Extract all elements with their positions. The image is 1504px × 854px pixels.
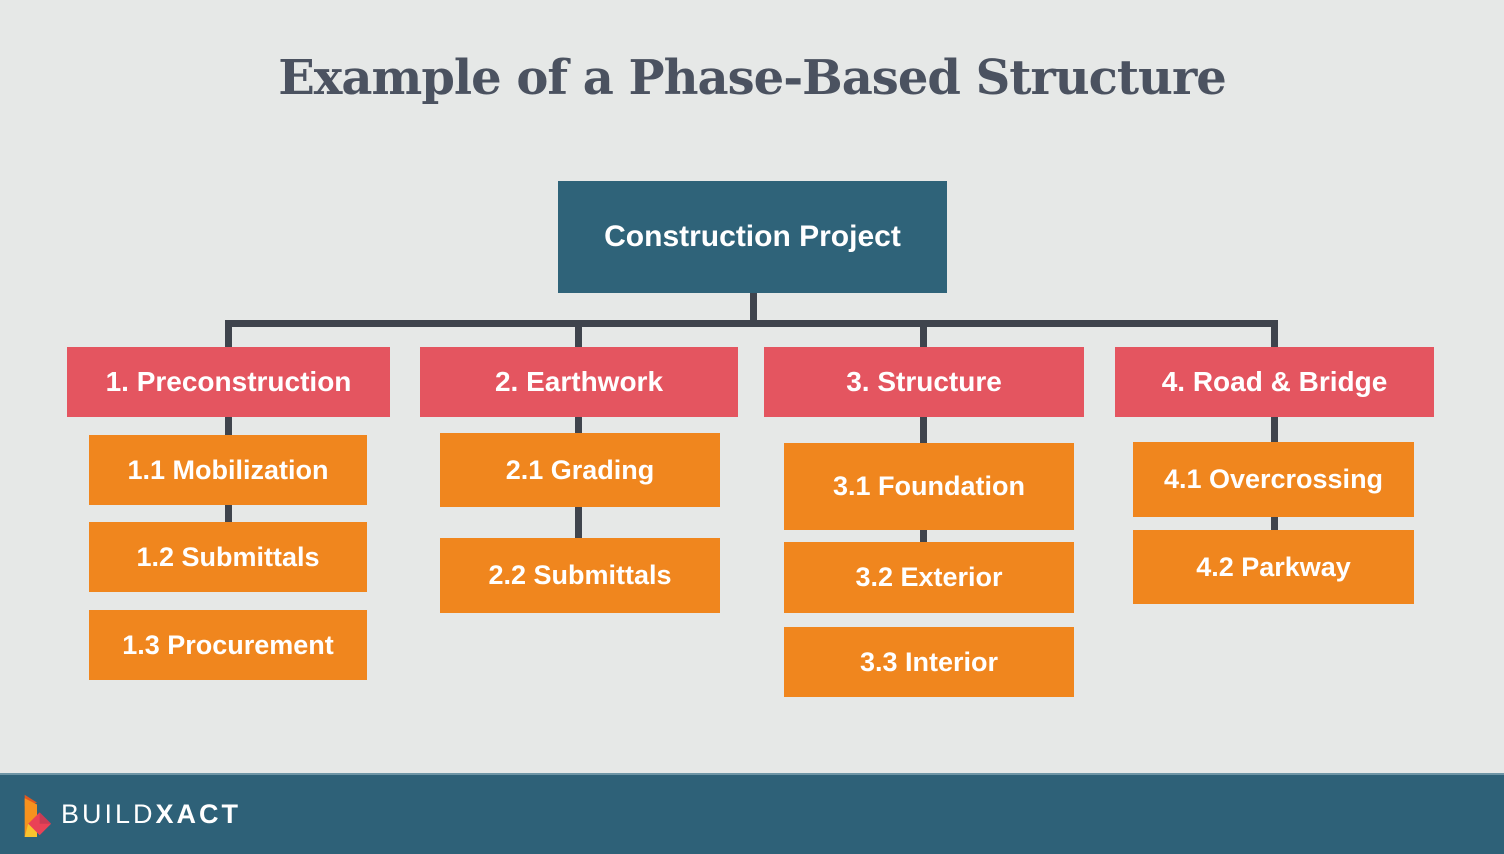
phase-label: 2. Earthwork (494, 366, 664, 397)
task-label: 4.1 Overcrossing (1163, 464, 1384, 494)
phase-label: 4. Road & Bridge (1161, 366, 1388, 397)
phase-box-2-earthwork: 2. Earthwork (420, 347, 738, 417)
task-label: 4.2 Parkway (1196, 551, 1351, 582)
task-label: 2.1 Grading (505, 454, 655, 485)
connector-stub-phase-1 (225, 327, 232, 347)
brand-name-build: BUILD (61, 799, 156, 829)
connector-horizontal-rail (225, 320, 1278, 327)
task-box-1-1-mobilization: 1.1 Mobilization (89, 435, 367, 505)
page-title: Example of a Phase-Based Structure (278, 50, 1227, 106)
task-box-3-2-exterior: 3.2 Exterior (784, 542, 1074, 613)
phase-label: 1. Preconstruction (105, 366, 352, 397)
connector-stub-phase-3 (920, 327, 927, 347)
root-node-construction-project: Construction Project (558, 181, 947, 293)
connector-stub-phase-4 (1271, 327, 1278, 347)
phase-box-4-road-bridge: 4. Road & Bridge (1115, 347, 1434, 417)
buildxact-b-icon (24, 794, 52, 837)
phase-box-3-structure: 3. Structure (764, 347, 1084, 417)
task-label: 3.2 Exterior (855, 562, 1003, 592)
task-box-2-2-submittals: 2.2 Submittals (440, 538, 720, 613)
task-box-1-2-submittals: 1.2 Submittals (89, 522, 367, 592)
connector-stub-phase-2 (575, 327, 582, 347)
task-label: 3.1 Foundation (833, 471, 1025, 501)
task-box-2-1-grading: 2.1 Grading (440, 433, 720, 507)
brand-name-xact: XACT (155, 799, 242, 829)
task-box-4-1-overcrossing: 4.1 Overcrossing (1133, 442, 1414, 517)
task-box-4-2-parkway: 4.2 Parkway (1133, 530, 1414, 604)
task-box-1-3-procurement: 1.3 Procurement (89, 610, 367, 680)
task-label: 1.3 Procurement (122, 629, 334, 660)
task-label: 1.2 Submittals (136, 541, 320, 572)
phase-box-1-preconstruction: 1. Preconstruction (67, 347, 390, 417)
phase-label: 3. Structure (846, 366, 1002, 397)
connector-root-stem (750, 293, 757, 323)
task-label: 1.1 Mobilization (127, 454, 329, 485)
task-label: 3.3 Interior (859, 646, 999, 677)
task-label: 2.2 Submittals (488, 560, 672, 590)
task-box-3-1-foundation: 3.1 Foundation (784, 443, 1074, 530)
task-box-3-3-interior: 3.3 Interior (784, 627, 1074, 697)
root-node-label: Construction Project (604, 220, 901, 253)
